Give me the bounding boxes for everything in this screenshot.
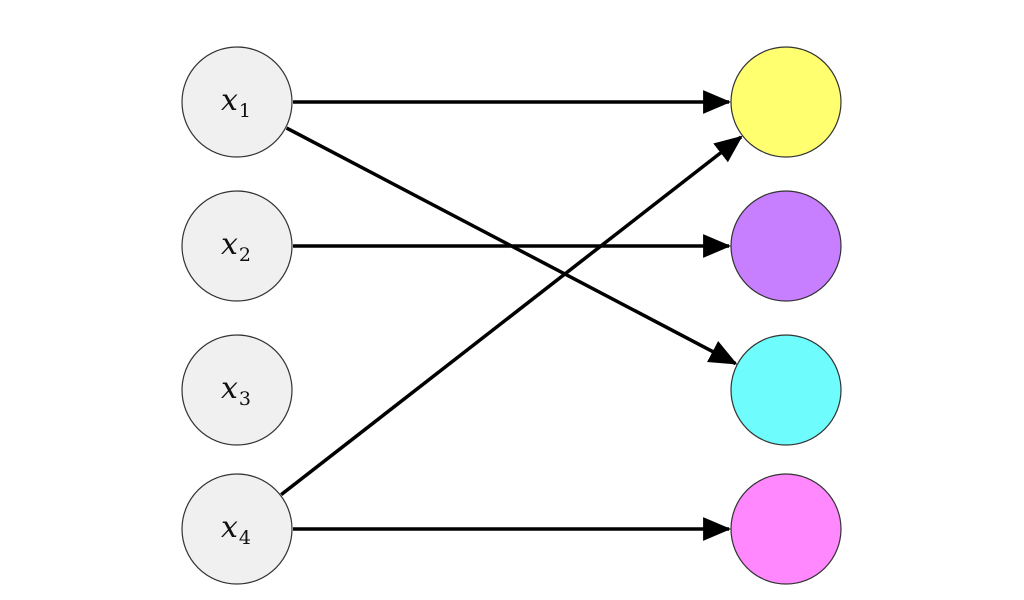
input-node-circle [181, 334, 293, 446]
edge-x4-to-output-1 [280, 135, 743, 497]
output-node-3 [730, 334, 842, 446]
input-node-label: x1 [221, 83, 251, 122]
edges [280, 90, 743, 541]
input-node-x3: x3 [181, 334, 293, 446]
input-subscript: 1 [239, 100, 251, 122]
input-node-circle [181, 190, 293, 302]
input-subscript: 2 [239, 244, 251, 266]
input-node-x4: x4 [181, 473, 293, 585]
input-variable: x [221, 510, 238, 545]
output-node-2 [730, 190, 842, 302]
input-variable: x [221, 83, 238, 118]
input-variable: x [221, 371, 238, 406]
input-node-label: x4 [221, 510, 251, 549]
input-node-circle [181, 473, 293, 585]
input-node-label: x3 [221, 371, 251, 410]
input-subscript: 3 [239, 388, 251, 410]
input-node-x1: x1 [181, 46, 293, 158]
input-node-label: x2 [221, 227, 251, 266]
output-node-1 [730, 46, 842, 158]
input-subscript: 4 [239, 527, 251, 549]
input-node-circle [181, 46, 293, 158]
input-node-x2: x2 [181, 190, 293, 302]
output-nodes [730, 46, 842, 585]
output-node-4 [730, 473, 842, 585]
input-variable: x [221, 227, 238, 262]
